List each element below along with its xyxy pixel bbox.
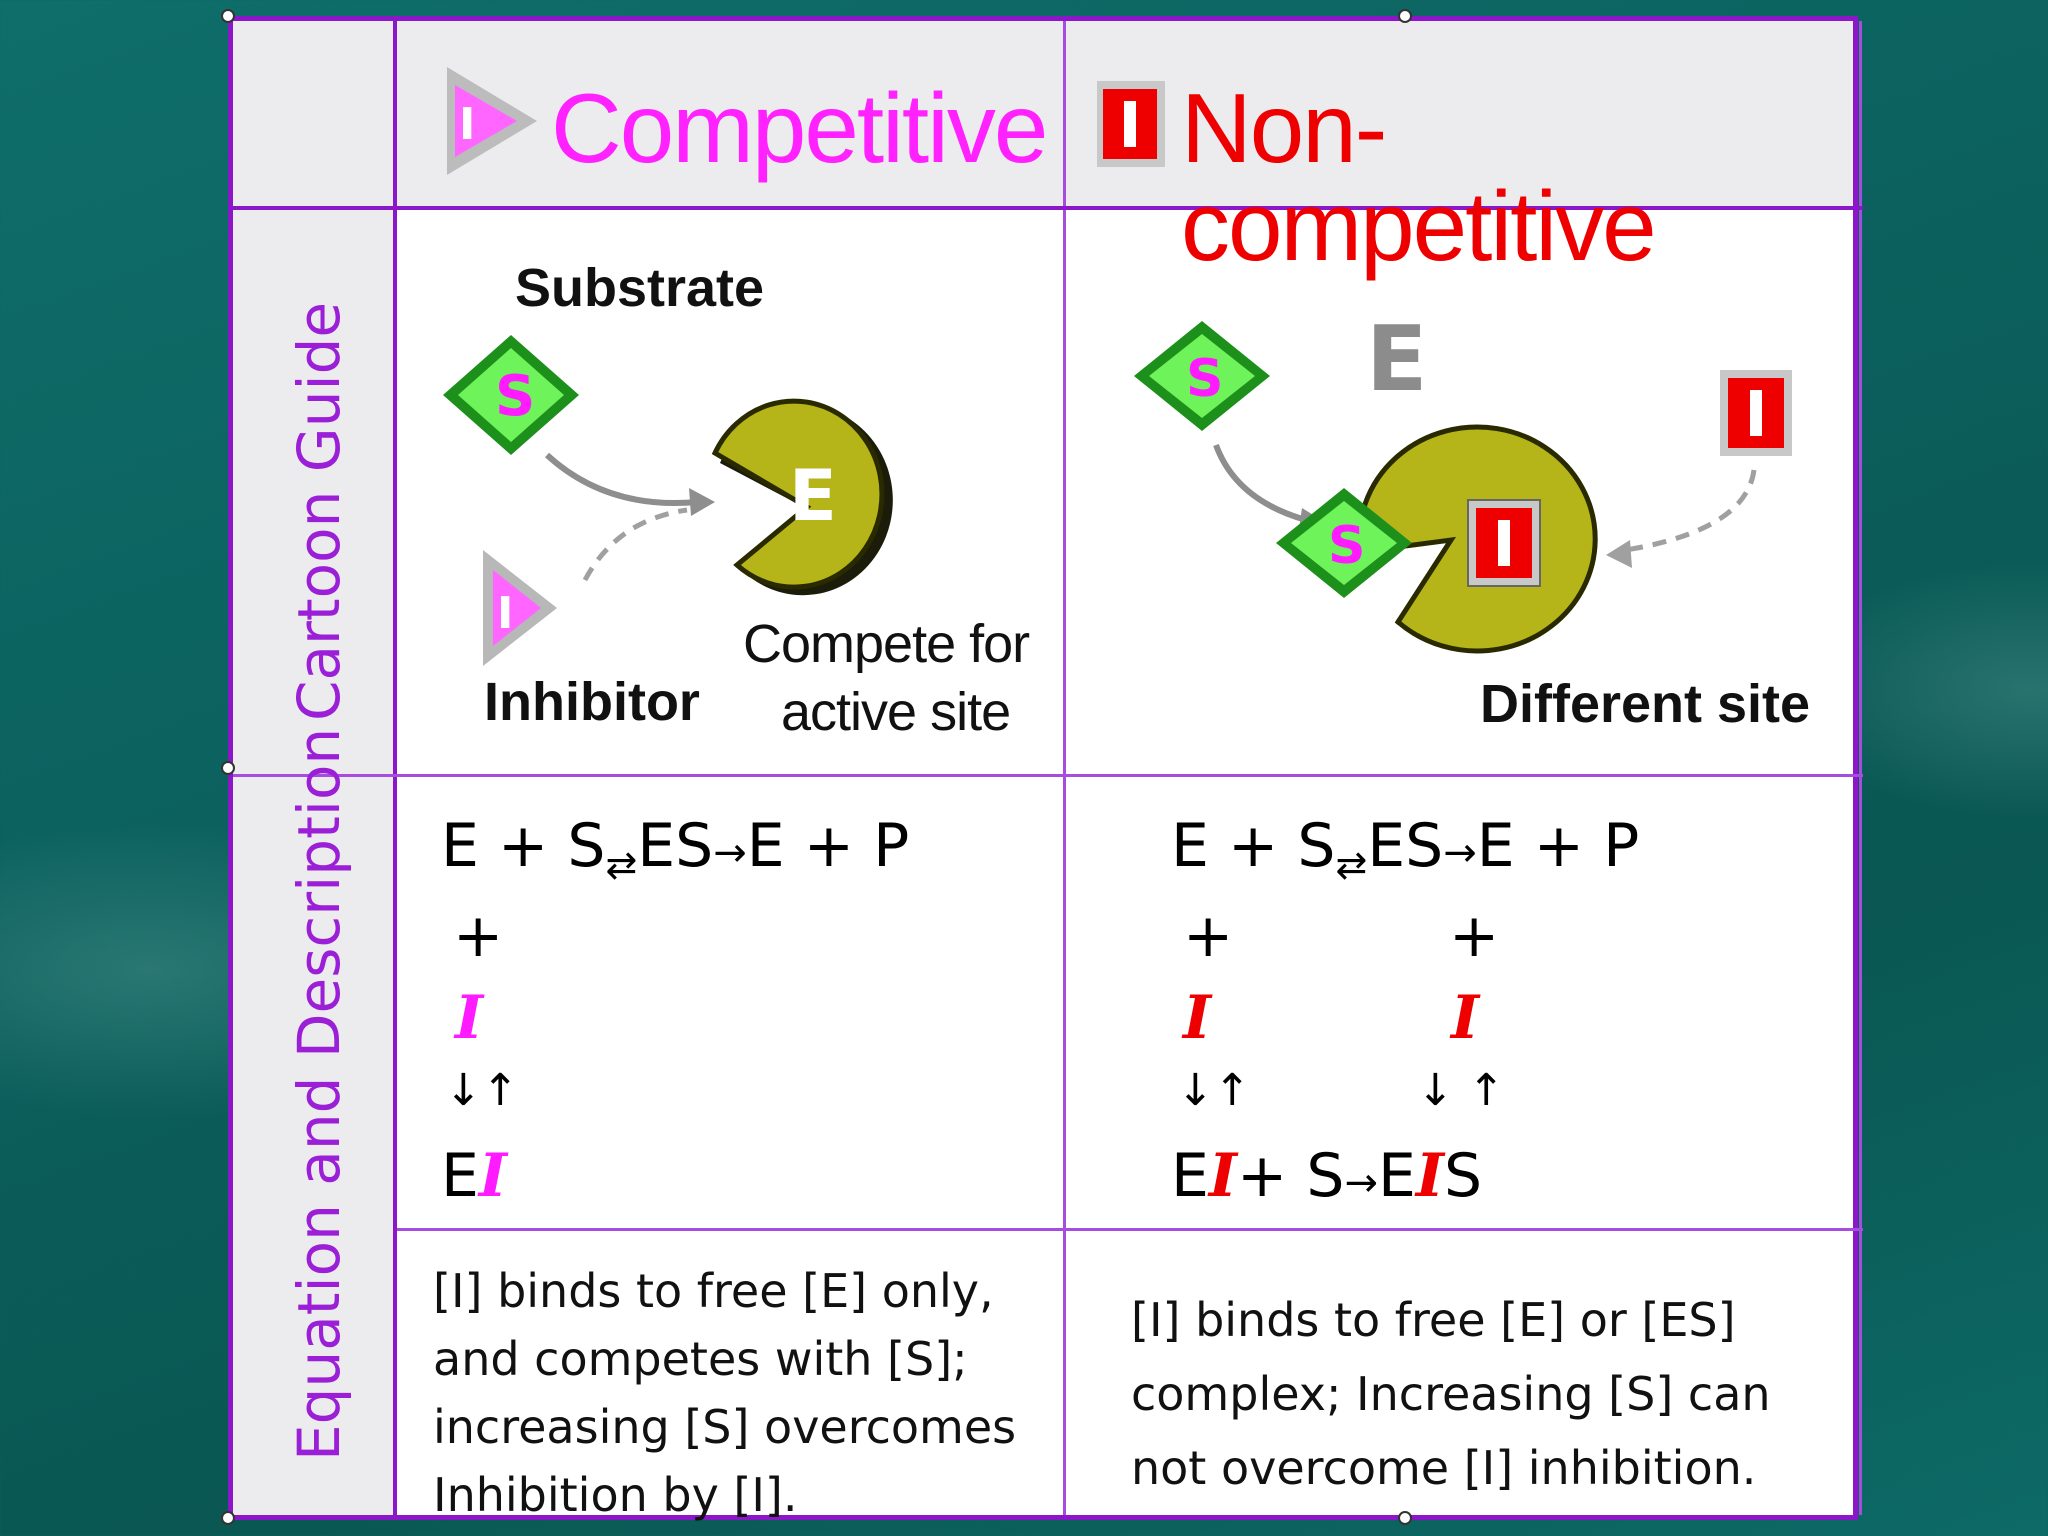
- competitive-equilibrium-arrows: ↓↑: [445, 1065, 519, 1116]
- description-line: complex; Increasing [S] can: [1131, 1367, 1771, 1421]
- description-line: not overcome [I] inhibition.: [1131, 1441, 1757, 1495]
- resize-handle[interactable]: [1398, 9, 1412, 23]
- noncompetitive-main-equation: E + S⇄ES→E + P: [1171, 811, 1640, 887]
- resize-handle[interactable]: [221, 9, 235, 23]
- resize-handle[interactable]: [221, 761, 235, 775]
- enzyme-letter: E: [789, 455, 837, 537]
- noncompetitive-plus-left: +: [1183, 901, 1234, 971]
- competitive-main-equation: E + S⇄ES→E + P: [441, 811, 910, 887]
- noncompetitive-inhibitor-right: I: [1451, 983, 1480, 1053]
- substrate-letter: S: [1328, 516, 1365, 576]
- inhibitor-symbol: I: [459, 99, 475, 150]
- grid-line: [233, 774, 1863, 777]
- label-column-bg: [233, 21, 393, 1515]
- competitive-cartoon: S E I: [443, 335, 893, 666]
- row-label-equation: Equation and Description: [285, 727, 353, 1461]
- grid-line: [1859, 21, 1862, 1515]
- substrate-label: Substrate: [515, 258, 765, 318]
- competitive-description: [I] binds to free [E] only, and competes…: [433, 1257, 1016, 1529]
- noncompetitive-plus-right: +: [1449, 901, 1500, 971]
- resize-handle[interactable]: [1398, 1511, 1412, 1525]
- description-line: [I] binds to free [E] only,: [433, 1264, 994, 1318]
- enzyme-label: E: [1366, 307, 1427, 412]
- description-line: increasing [S] overcomes: [433, 1400, 1017, 1454]
- inhibition-comparison-table: I Competitive Non-competitive Cartoon Gu…: [221, 9, 1863, 1525]
- substrate-letter: S: [1186, 349, 1223, 409]
- competitive-header: Competitive: [551, 73, 1048, 183]
- row-label-cartoon: Cartoon Guide: [285, 301, 353, 721]
- competitive-triangle-icon: I: [447, 67, 537, 175]
- bound-inhibitor-icon: [1467, 499, 1541, 587]
- noncompetitive-block-icon: [1097, 81, 1165, 167]
- inhibitor-letter: I: [497, 588, 513, 639]
- free-inhibitor-block-icon: [1720, 370, 1792, 456]
- description-line: and competes with [S];: [433, 1332, 968, 1386]
- grid-line: [397, 1228, 1863, 1231]
- different-site-label: Different site: [1480, 674, 1811, 734]
- description-line: [I] binds to free [E] or [ES]: [1131, 1293, 1736, 1347]
- noncompetitive-arrows-left: ↓↑: [1177, 1065, 1251, 1116]
- grid-line: [233, 206, 1863, 210]
- substrate-diamond-icon: S: [443, 335, 579, 455]
- description-line: Inhibition by [I].: [433, 1468, 798, 1522]
- substrate-letter: S: [495, 364, 535, 429]
- competitive-inhibitor: I: [455, 983, 484, 1053]
- noncompetitive-inhibitor-left: I: [1183, 983, 1212, 1053]
- competitive-plus: +: [453, 901, 504, 971]
- inhibitor-triangle-icon: I: [483, 550, 557, 666]
- grid-line: [1063, 21, 1066, 1515]
- bound-substrate-icon: S: [1276, 488, 1412, 598]
- noncompetitive-description: [I] binds to free [E] or [ES] complex; I…: [1131, 1283, 1771, 1505]
- compete-label-line1: Compete for: [743, 614, 1030, 674]
- inhibitor-label: Inhibitor: [484, 672, 700, 732]
- substrate-diamond-icon: S: [1134, 321, 1270, 431]
- enzyme-pacman-icon: E: [711, 398, 893, 596]
- competitive-complex: EI: [441, 1141, 507, 1211]
- noncompetitive-complex: EI+ S→EIS: [1171, 1141, 1483, 1211]
- noncompetitive-cartoon: S E S: [1134, 307, 1792, 654]
- resize-handle[interactable]: [221, 1511, 235, 1525]
- noncompetitive-header: Non-competitive: [1181, 73, 1657, 281]
- compete-label-line2: active site: [781, 682, 1011, 742]
- noncompetitive-arrows-right: ↓ ↑: [1417, 1065, 1505, 1116]
- grid-line: [393, 21, 397, 1515]
